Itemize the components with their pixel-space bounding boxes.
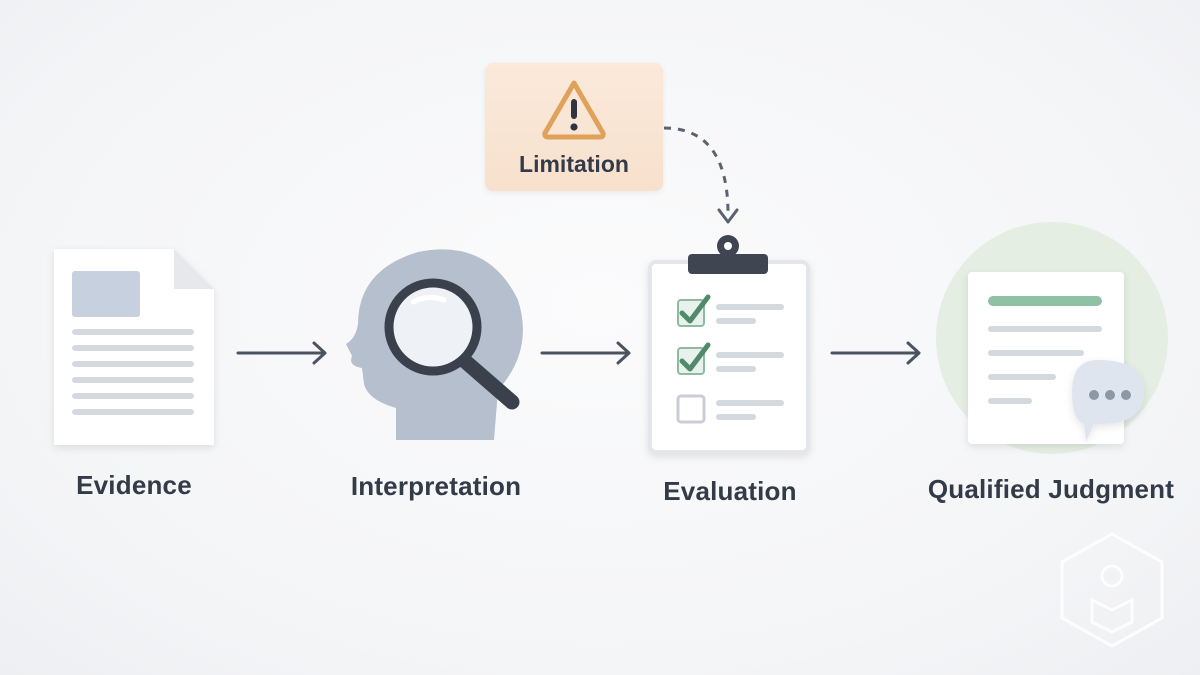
report-speech-bubble-icon [936,222,1168,454]
clipboard-checklist-icon [648,235,810,454]
step-label-evaluation: Evaluation [663,476,797,506]
step-label-interpretation: Interpretation [350,471,522,501]
arrow-right-icon [540,341,631,365]
step-label-qualified-judgment: Qualified Judgment [927,474,1175,504]
limitation-box: Limitation [485,63,663,191]
document-icon [54,249,214,445]
step-label-evidence: Evidence [76,470,192,500]
arrow-right-icon [236,341,327,365]
warning-triangle-icon [542,80,606,140]
limitation-label: Limitation [519,151,629,177]
arrow-right-icon [830,341,921,365]
head-magnifier-icon [346,249,523,440]
watermark-seal-icon [1060,532,1164,648]
